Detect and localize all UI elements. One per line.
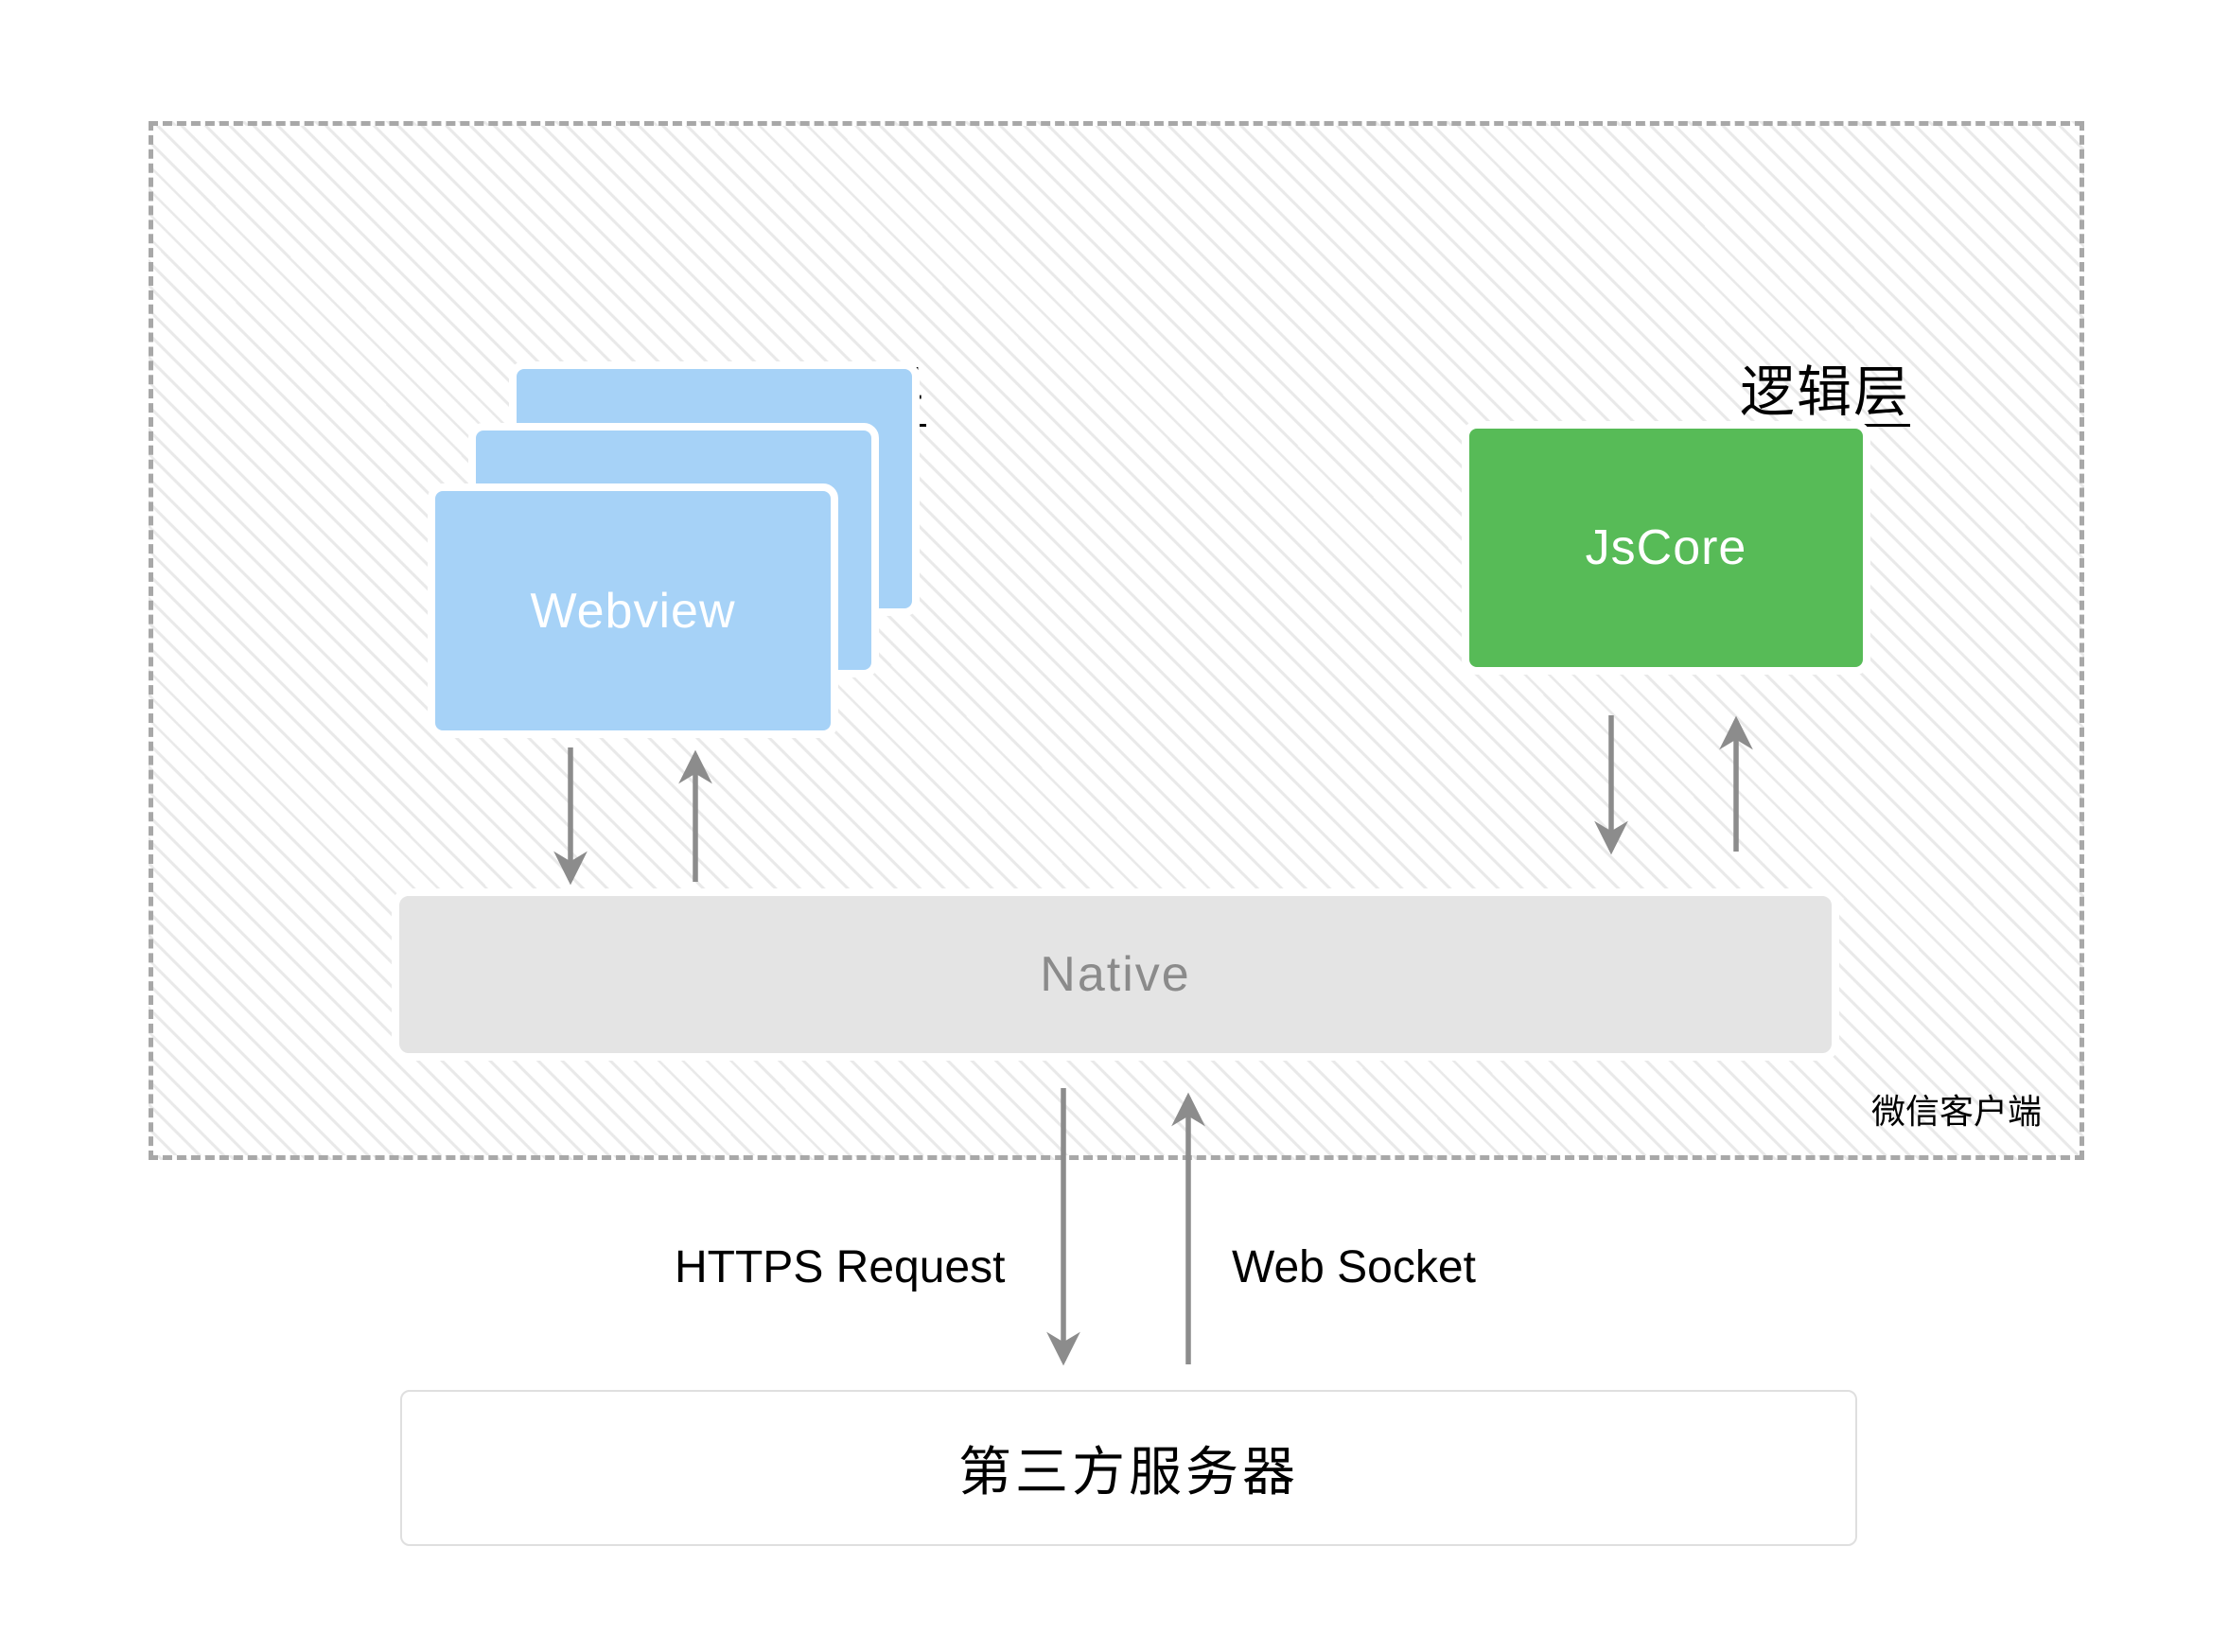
wechat-client-label: 微信客户端	[1870, 1092, 2042, 1131]
web-socket-label: Web Socket	[1232, 1242, 1476, 1292]
native-label: Native	[1040, 947, 1191, 1002]
webview-card-front: Webview	[428, 483, 838, 738]
jscore-label: JsCore	[1585, 520, 1747, 575]
jscore-box: JsCore	[1462, 421, 1870, 675]
webview-label: Webview	[530, 583, 736, 639]
native-bar: Native	[392, 888, 1839, 1061]
https-request-label: HTTPS Request	[675, 1242, 1006, 1292]
logic-layer-label: 逻辑层	[1740, 361, 1911, 423]
third-party-server-label: 第三方服务器	[958, 1442, 1299, 1502]
third-party-server-box: 第三方服务器	[400, 1390, 1857, 1546]
